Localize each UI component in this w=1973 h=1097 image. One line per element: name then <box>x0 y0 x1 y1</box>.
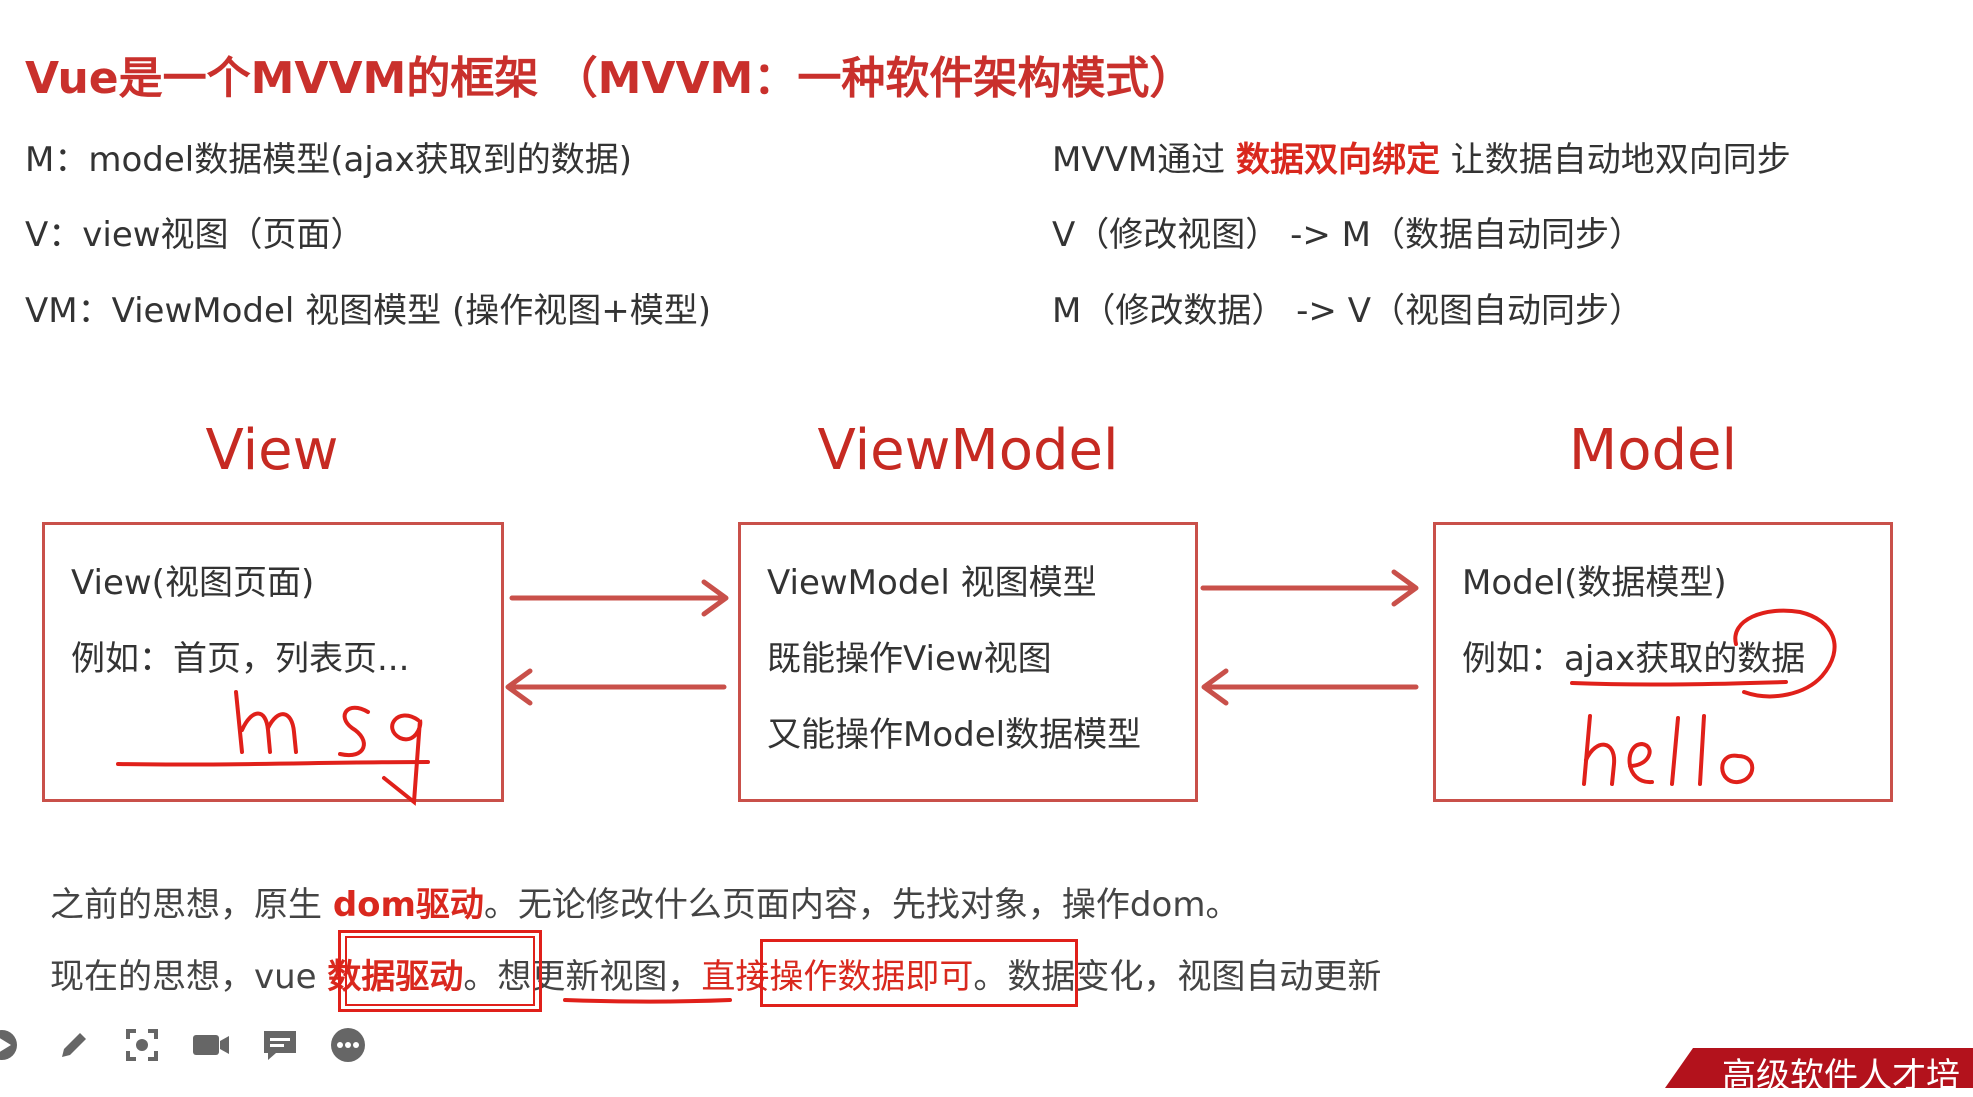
model-heading: Model <box>1568 418 1738 483</box>
definition-m: M：model数据模型(ajax获取到的数据) <box>25 140 632 180</box>
handwriting-msg <box>116 690 430 806</box>
viewmodel-box-line2: 既能操作View视图 <box>767 639 1052 679</box>
view-box: View(视图页面) 例如：首页，列表页... <box>42 522 504 802</box>
view-box-title: View(视图页面) <box>71 563 315 603</box>
view-box-example: 例如：首页，列表页... <box>71 639 410 679</box>
presentation-toolbar <box>0 1025 420 1065</box>
camera-icon[interactable] <box>190 1025 232 1069</box>
arrow-viewmodel-to-model <box>1200 569 1419 607</box>
diagram-overlay: msg hello <box>0 0 1837 1004</box>
annotation-box-direct-operate <box>760 939 1078 1007</box>
old-thinking-suffix: 。无论修改什么页面内容，先找对象，操作dom。 <box>483 885 1240 925</box>
pen-icon[interactable] <box>54 1025 94 1069</box>
screenshot-icon[interactable] <box>122 1025 162 1069</box>
handwriting-hello-text: hello <box>0 0 3 1</box>
viewmodel-heading: ViewModel <box>817 418 1119 483</box>
more-icon[interactable] <box>328 1025 368 1069</box>
view-heading: View <box>205 418 339 483</box>
model-box: Model(数据模型) 例如：ajax获取的数据 <box>1433 522 1893 802</box>
old-thinking-line: 之前的思想，原生 dom驱动。无论修改什么页面内容，先找对象，操作dom。 <box>50 877 1239 926</box>
new-thinking-highlight: 数据驱动 <box>327 957 464 997</box>
comment-icon[interactable] <box>260 1025 300 1069</box>
arrow-view-to-viewmodel <box>509 579 729 617</box>
arrow-model-to-viewmodel <box>1201 668 1419 706</box>
new-thinking-line: 现在的思想，vue 数据驱动。想更新视图，直接操作数据即可。数据变化，视图自动更… <box>50 949 1381 998</box>
underline-update-view <box>563 998 732 1004</box>
view-to-model-line: V（修改视图） -> M（数据自动同步） <box>1052 215 1643 255</box>
viewmodel-box: ViewModel 视图模型 既能操作View视图 又能操作Model数据模型 <box>738 522 1198 802</box>
model-box-title: Model(数据模型) <box>1462 563 1727 603</box>
model-to-view-line: M（修改数据） -> V（视图自动同步） <box>1052 291 1643 331</box>
new-thinking-boxed: 直接操作数据即可 <box>701 957 974 997</box>
handwriting-hello <box>1582 714 1755 786</box>
binding-prefix: MVVM通过 <box>1052 140 1236 180</box>
viewmodel-box-line3: 又能操作Model数据模型 <box>767 715 1142 755</box>
definition-vm: VM：ViewModel 视图模型 (操作视图+模型) <box>25 291 711 331</box>
handwriting-model-marks <box>1570 608 1837 699</box>
annotation-box-data-driven-inner <box>345 936 535 1006</box>
new-thinking-suffix: 。数据变化，视图自动更新 <box>973 957 1382 997</box>
annotation-box-data-driven <box>338 930 542 1012</box>
model-box-example: 例如：ajax获取的数据 <box>1462 639 1806 679</box>
handwriting-msg-text: msg <box>0 0 2 1</box>
binding-highlight: 数据双向绑定 <box>1236 140 1440 180</box>
slide-title: Vue是一个MVVM的框架 （MVVM：一种软件架构模式） <box>25 53 1194 104</box>
old-thinking-prefix: 之前的思想，原生 <box>50 885 333 925</box>
footer-brand-text: 高级软件人才培 <box>1722 1056 1960 1096</box>
binding-suffix: 让数据自动地双向同步 <box>1440 140 1791 180</box>
viewmodel-box-title: ViewModel 视图模型 <box>767 563 1097 603</box>
new-thinking-prefix: 现在的思想，vue <box>50 957 328 997</box>
old-thinking-highlight: dom驱动 <box>332 885 484 925</box>
binding-explanation: MVVM通过 数据双向绑定 让数据自动地双向同步 <box>1052 132 1791 181</box>
definition-v: V：view视图（页面） <box>25 215 365 255</box>
new-thinking-mid: 。想更新视图， <box>463 957 702 997</box>
play-icon[interactable] <box>0 1025 26 1069</box>
arrow-viewmodel-to-view <box>505 668 727 706</box>
